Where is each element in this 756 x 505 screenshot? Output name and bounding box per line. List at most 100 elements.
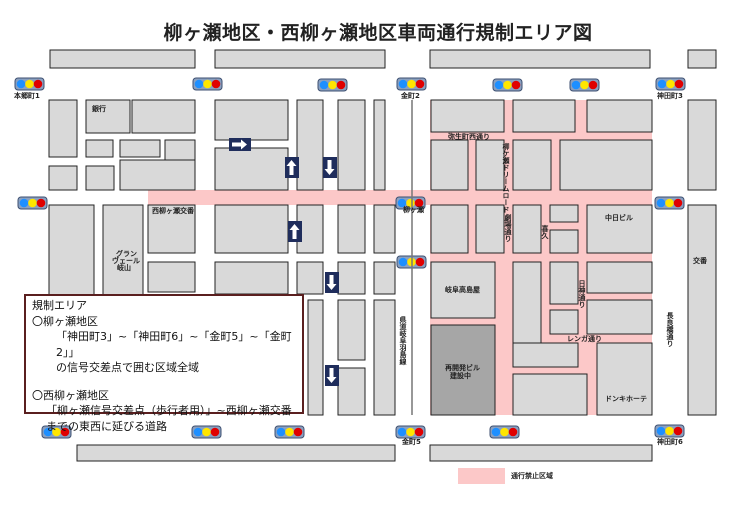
- signal-lamp: [406, 427, 415, 437]
- city-block: [549, 229, 579, 254]
- one-way-arrow-up-icon: [288, 221, 302, 242]
- signal-lamp: [194, 79, 204, 89]
- signal-lamp: [494, 80, 504, 90]
- signal-lamp: [508, 427, 518, 437]
- city-block: [337, 367, 366, 416]
- traffic-signal-icon: [17, 196, 48, 210]
- traffic-signal-icon: [654, 424, 685, 438]
- city-block: [586, 99, 653, 133]
- traffic-signal-icon: [489, 425, 520, 439]
- signal-lamp: [588, 80, 598, 90]
- city-block: [429, 49, 651, 69]
- signal-lamp: [398, 79, 408, 89]
- traffic-signal-icon: [492, 78, 523, 92]
- city-block: [214, 49, 386, 69]
- signal-lamp: [210, 427, 220, 437]
- signal-label-kandamachi6: 神田町6: [657, 437, 683, 446]
- city-block: [512, 204, 542, 254]
- city-block: [512, 261, 542, 344]
- signal-lamp: [656, 198, 666, 208]
- city-block: [337, 261, 366, 295]
- landmark-redevelopment-1: 再開発ビル: [445, 363, 480, 372]
- street-kiku: 喜久: [541, 224, 550, 240]
- street-renga: レンガ通り: [567, 334, 602, 343]
- city-block: [373, 99, 386, 191]
- city-block: [429, 444, 653, 462]
- one-way-arrow-right-icon: [229, 138, 251, 151]
- signal-lamp: [43, 427, 53, 437]
- city-block: [475, 204, 505, 254]
- city-block: [430, 261, 496, 319]
- signal-lamp: [193, 427, 203, 437]
- signal-label-kanamachi2: 金町2: [400, 91, 420, 100]
- signal-lamp: [293, 427, 303, 437]
- city-blocks: [48, 49, 717, 462]
- signal-lamp: [397, 427, 407, 437]
- landmark-grand-3: 岐山: [117, 263, 131, 272]
- city-block: [512, 373, 588, 416]
- city-block: [119, 159, 196, 191]
- landmark-grand-2: ヴェール: [112, 256, 140, 265]
- street-nisshin: 日神通り: [578, 280, 587, 309]
- city-block: [49, 49, 196, 69]
- city-block: [373, 261, 396, 295]
- traffic-signal-icon: [395, 196, 426, 210]
- signal-lamp: [415, 257, 425, 267]
- signal-label-hongo1: 本郷町1: [13, 91, 40, 100]
- city-block: [76, 444, 396, 462]
- city-block: [430, 204, 469, 254]
- traffic-signal-icon: [191, 425, 222, 439]
- signal-label-yanagase: 柳ヶ瀬: [403, 205, 424, 214]
- arrow-glyph: [324, 160, 335, 175]
- traffic-signal-icon: [655, 77, 686, 91]
- signal-lamp: [666, 79, 675, 89]
- city-block: [687, 204, 717, 416]
- signal-lamp: [16, 79, 26, 89]
- city-block: [559, 139, 653, 191]
- legend-area1-line1: 「神田町3」~「神田町6」~「金町5」~「金町2」」: [56, 330, 292, 359]
- city-block: [131, 99, 196, 134]
- signal-lamp: [673, 426, 683, 436]
- arrow-glyph: [326, 275, 337, 290]
- one-way-arrow-up-icon: [285, 157, 299, 178]
- restricted-road: [148, 190, 430, 205]
- landmark-takashimaya: 岐阜高島屋: [445, 285, 480, 294]
- arrow-glyph: [286, 160, 297, 175]
- signal-lamp: [28, 198, 37, 208]
- one-way-arrow-down-icon: [323, 157, 337, 178]
- city-block: [586, 261, 653, 294]
- legend-area1-title: 〇柳ヶ瀬地区: [32, 314, 98, 328]
- city-block: [102, 204, 144, 296]
- signal-lamp: [500, 427, 509, 437]
- city-block: [373, 299, 396, 416]
- signal-lamp: [25, 79, 34, 89]
- signal-lamp: [319, 80, 329, 90]
- arrow-glyph: [232, 139, 247, 150]
- signal-lamp: [203, 79, 212, 89]
- city-block: [214, 147, 289, 191]
- city-block: [373, 204, 396, 254]
- signal-lamp: [336, 80, 346, 90]
- signal-lamp: [571, 80, 581, 90]
- traffic-signal-icon: [317, 78, 348, 92]
- city-block: [430, 99, 505, 133]
- signal-lamp: [19, 198, 29, 208]
- traffic-signal-icon: [396, 77, 427, 91]
- signal-lamp: [491, 427, 501, 437]
- signal-lamp: [407, 79, 416, 89]
- city-block: [296, 99, 324, 191]
- landmark-chunichi: 中日ビル: [605, 213, 633, 222]
- construction-site-block: [430, 324, 496, 416]
- city-block: [119, 139, 161, 158]
- legend-area2-title: 〇西柳ヶ瀬地区: [32, 388, 109, 402]
- landmark-bank: 銀行: [92, 104, 106, 113]
- city-block: [147, 204, 196, 254]
- signal-lamp: [52, 427, 61, 437]
- legend-area1-line2: の信号交差点で囲む区域全域: [56, 361, 199, 374]
- signal-lamp: [36, 198, 46, 208]
- city-block: [48, 165, 78, 191]
- signal-lamp: [60, 427, 70, 437]
- arrow-glyph: [289, 224, 300, 239]
- signal-lamp: [414, 427, 424, 437]
- signal-lamp: [202, 427, 211, 437]
